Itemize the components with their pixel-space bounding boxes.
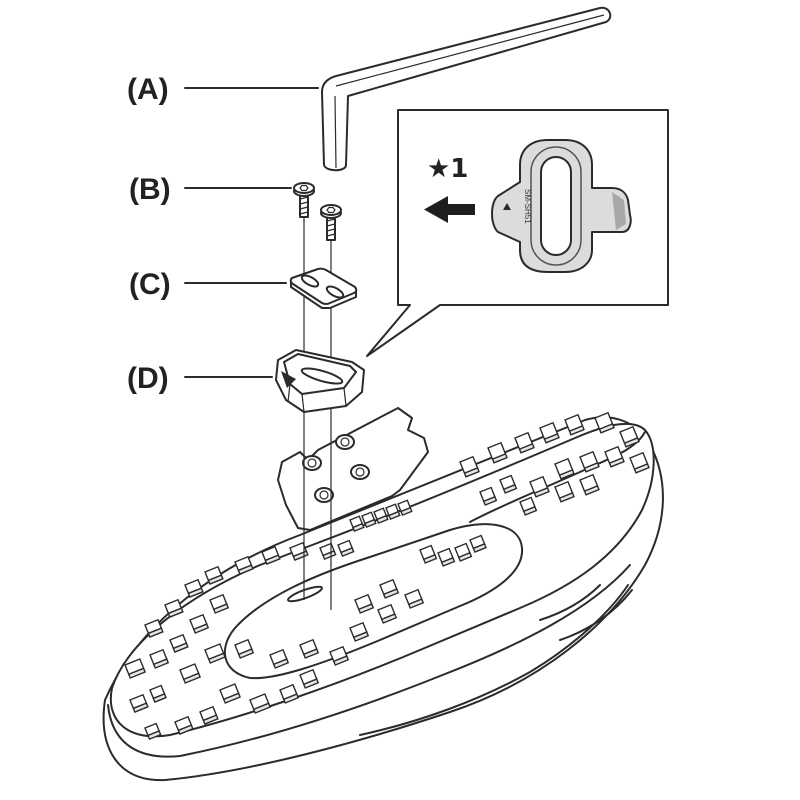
tread-lug [404,588,425,609]
cleat-bolt [293,182,315,218]
tread-lug [379,578,400,599]
mount-plate-hole [335,434,355,450]
label-c: (C) [129,268,171,301]
tread-lug [164,598,184,618]
cleat-slot [300,367,344,385]
tread-lug [179,663,201,684]
tread-lug [234,638,255,659]
shoe-mount-plate [277,407,429,531]
tread-lug [189,613,210,634]
washer-slot [325,285,345,299]
tread-lug [261,545,281,565]
tread-lug [487,441,508,464]
washer-slot [300,274,320,288]
cleat-model-number: SM-SH51 [523,189,532,224]
tread-lug [437,547,456,567]
tread-lug [204,643,226,664]
tread-lug [234,555,254,575]
tread-lug [129,693,149,713]
shoe-heel-contour [539,584,633,641]
tread-lug [219,683,241,704]
tread-lug [279,683,300,704]
tread-lug [174,715,194,735]
tread-lug [454,542,473,562]
tread-lug [149,648,170,669]
triangle-marker-icon [503,203,511,210]
tread-lug [604,445,625,468]
tread-lugs [124,411,650,741]
tread-lug [299,668,320,689]
shoe-sole-face [109,422,655,738]
tread-lug [579,473,600,496]
hex-key [321,6,612,172]
tread-lug [249,693,271,714]
cleat-top-view-slot [540,156,572,256]
tread-lug [204,565,224,585]
tread-lug [499,474,518,494]
inset-callout: ★1 SM-SH51 [366,109,669,357]
cleat-washer-plate [289,267,358,309]
tread-lug [419,544,438,564]
tread-lug [349,621,370,642]
tread-lug [579,450,600,473]
tread-lug [361,511,377,529]
tread-lug [337,539,355,558]
tread-lug [619,425,640,448]
tread-lug [354,593,375,614]
tread-lug [539,421,560,444]
tread-lug [269,648,290,669]
tread-lug [329,645,350,666]
tread-lug [299,638,320,659]
tread-lug [169,633,189,653]
tread-lug [385,503,401,521]
tread-lug [373,507,389,525]
tread-lug [397,499,413,517]
tread-lug [144,618,164,638]
label-b: (B) [129,173,171,206]
tread-lug [554,480,575,503]
tread-lug [144,722,162,741]
tread-lug [514,431,535,454]
arrow-left-icon [424,196,475,223]
mount-plate-hole [314,487,334,503]
label-d: (D) [127,362,169,395]
cleat-bolt [320,204,342,241]
tread-lug [377,603,398,624]
tread-lug [459,455,480,478]
tread-lug [554,457,575,480]
cleat-top-view: SM-SH51 [491,139,632,273]
mount-plate-hole [350,464,370,480]
label-a: (A) [127,73,169,106]
shoe-heel-block-edge [469,431,646,523]
tread-lug [149,684,167,703]
inset-note-star: ★1 [427,154,468,184]
shoe-upper-contour [359,584,629,736]
tread-lug [199,705,219,725]
tread-lug [349,515,365,533]
tread-lug [184,578,204,598]
shoe-sole-side-edge [107,564,631,758]
shoe-midfoot-recess [224,523,524,680]
tread-lug [479,486,498,506]
tread-lug [124,658,146,679]
cleat [275,349,365,413]
tread-lug [564,413,585,436]
tread-lug [469,534,487,553]
tread-lug [209,593,230,614]
tread-lug [594,411,615,434]
shoe [102,411,664,782]
tread-lug [519,496,538,516]
tread-lug [629,451,650,474]
mount-plate-hole [302,455,322,471]
tread-lug [529,475,550,498]
